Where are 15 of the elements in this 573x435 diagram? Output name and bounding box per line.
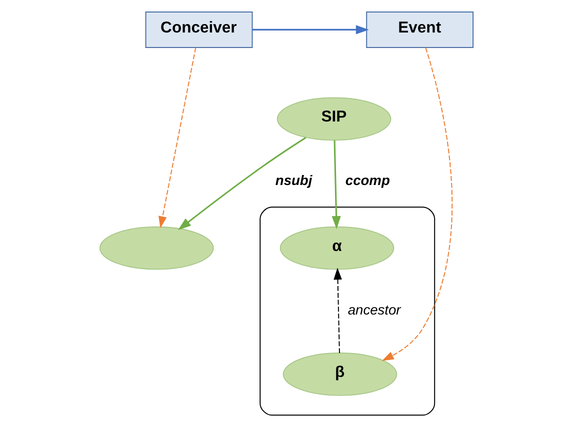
node-box: Conceiver (145, 11, 253, 48)
cluster (260, 206, 436, 416)
node-circle (99, 226, 214, 270)
edge-label: nsubj (275, 173, 312, 188)
arrow (158, 47, 196, 228)
arrow (334, 268, 342, 354)
arrow (332, 140, 341, 230)
node-ellipse: α (280, 226, 394, 270)
edge-label: ccomp (345, 173, 390, 188)
edge-label: ancestor (348, 302, 401, 318)
arrow (178, 136, 306, 230)
arrow (252, 25, 369, 34)
arrow (382, 47, 453, 361)
node-ellipse: SIP (276, 97, 392, 141)
node-box: Event (366, 11, 474, 48)
